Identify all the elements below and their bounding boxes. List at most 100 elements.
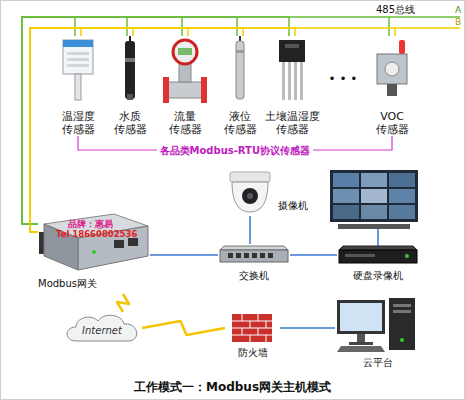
soil-sensor [282,62,285,100]
connector-line [249,216,251,244]
device-label: Modbus网关 [38,278,97,290]
soil-sensor [300,62,303,100]
level-sensor [236,41,244,99]
video-wall [333,205,359,219]
connector-line [22,17,182,224]
sensor-label: 温湿度 传感器 [61,110,96,136]
video-wall [338,224,410,229]
bus-label: 485总线 [376,3,415,17]
connector-line [142,321,225,335]
connector [22,17,133,232]
wire-name: B [455,17,461,27]
firewall-icon [232,314,272,342]
camera-icon [222,170,278,216]
voc-sensor [365,36,419,112]
gateway-device [114,240,124,248]
cloud-label: Internet [62,325,142,337]
switch-icon [260,253,265,258]
connector-line [30,28,188,232]
connector [117,294,129,312]
wall-cable [377,229,379,246]
firewall-icon [242,328,243,335]
temp-humidity-sensor [67,58,89,61]
switch-icon [218,244,290,266]
connector-line [30,28,81,232]
nvr-icon [337,244,419,270]
voc-sensor [399,40,405,54]
video-wall [330,170,418,229]
device-node: 防火墙 [225,314,280,362]
switch-icon [252,253,257,258]
device-node: 云平台 [335,296,420,372]
connector [22,17,243,232]
video-wall [361,205,387,219]
connector-line [22,17,289,224]
firewall-icon [232,314,272,342]
firewall-icon [266,335,267,342]
connector-line [280,327,335,329]
nvr-icon [345,254,375,257]
flow-sensor [158,36,212,112]
flow-sensor [201,77,207,103]
video-wall [389,189,415,203]
camera-icon [242,188,258,204]
connector [150,255,218,256]
phone-text: Tel 18660802536 [56,228,137,240]
camera-icon [247,193,253,199]
voc-sensor [387,84,397,96]
soil-sensor [288,62,291,100]
firewall-icon [258,328,259,335]
connector [22,17,395,232]
bus-extension [389,17,460,28]
connector-line [150,254,218,256]
soil-sensor [285,44,299,48]
level-sensor [213,36,267,108]
water-quality-sensor [125,41,135,99]
nvr-icon [337,244,419,266]
caption: 工作模式一：Modbus网关主机模式 [0,379,465,396]
device-node: VOC 传感器 [365,36,419,136]
nvr-icon [339,250,417,263]
soil-sensor [265,36,319,112]
device-node: 液位 传感器 [213,36,267,136]
temp-humidity-sensor [67,64,89,67]
connector-line [30,28,243,232]
switch-icon [220,250,288,262]
sensor-label: 土壤温湿度 传感器 [262,110,322,136]
level-sensor [213,36,267,112]
video-wall [361,173,387,187]
cloud-platform-pc [349,342,373,345]
nvr-icon [339,246,417,250]
video-wall [333,189,359,203]
group-label: 各品类Modbus-RTU协议传感器 [157,144,314,158]
device-node: 流量 传感器 [158,36,212,136]
camera-icon [230,172,270,182]
cloud-platform-pc [335,296,420,358]
video-wall [389,205,415,219]
gateway-device [92,250,96,254]
video-wall [361,189,387,203]
cloud-platform-pc [357,334,365,342]
firewall-icon [250,321,251,328]
flow-sensor [178,48,192,55]
connector [22,17,188,232]
flow-sensor [173,40,197,64]
sensor-label: 流量 传感器 [168,110,203,136]
voc-sensor [377,54,407,84]
video-wall [389,173,415,187]
device-node: 水质 传感器 [103,36,157,136]
cloud-platform-pc [337,346,385,352]
camera-icon [222,170,278,220]
connector [22,17,81,232]
gateway-device [128,238,138,246]
firewall-icon [258,314,259,321]
connector-line [22,17,127,224]
temp-humidity-sensor [51,36,105,112]
device-node: 品牌：惠易Tel 18660802536Modbus网关 [38,210,150,294]
connector-line [117,294,129,312]
device-label: 摄像机 [278,200,308,212]
cloud-platform-pc [393,310,411,313]
connector-line [30,28,295,232]
soil-sensor [265,36,319,108]
temp-humidity-sensor [63,40,93,47]
